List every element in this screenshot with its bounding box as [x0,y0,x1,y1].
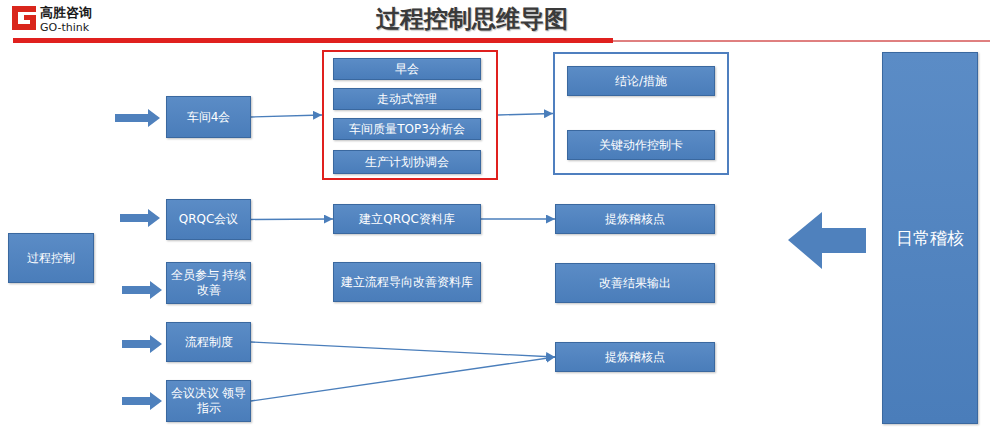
process-box: 改善结果输出 [555,263,715,303]
company-brand: GO-think [40,21,89,34]
process-box: 关键动作控制卡 [567,130,715,160]
box-text: 车间质量TOP3分析会 [346,122,468,137]
connector-arrow [251,218,333,220]
process-box: 走动式管理 [333,88,481,110]
process-box: 会议决议 领导指示 [166,380,251,422]
feed-arrow [122,281,162,299]
logo-mark [12,6,36,30]
process-box: 车间4会 [166,96,251,138]
box-text: 提炼稽核点 [602,212,668,227]
group-frame: 结论/措施关键动作控制卡 [553,52,729,175]
box-text: 改善结果输出 [596,276,674,291]
audit-arrow [788,212,866,269]
box-text: 结论/措施 [612,74,670,89]
process-box: 全员参与 持续改善 [166,262,251,304]
process-box: QRQC会议 [166,199,251,240]
box-text: 车间4会 [184,110,234,125]
diagram-title: 过程控制思维导图 [376,3,568,35]
audit-bar: 日常稽核 [882,52,978,424]
connector-arrow [498,114,553,116]
process-box: 流程制度 [166,322,251,362]
process-box: 车间质量TOP3分析会 [333,118,481,140]
header-rule [13,38,613,43]
process-box: 提炼稽核点 [555,204,715,234]
feed-arrow [122,392,162,410]
connector-arrow [481,218,555,219]
box-text: 建立QRQC资料库 [356,212,458,227]
box-text: 关键动作控制卡 [596,138,686,153]
feed-arrow [115,109,160,127]
box-text: 建立流程导向改善资料库 [338,275,476,290]
process-box: 过程控制 [8,233,94,283]
feed-arrow [120,209,160,227]
feed-arrow [122,335,162,353]
header-thin-rule [613,41,990,42]
box-text: 早会 [392,62,422,77]
process-box: 建立QRQC资料库 [333,204,481,234]
process-box: 提炼稽核点 [555,342,715,372]
group-frame: 早会走动式管理车间质量TOP3分析会生产计划协调会 [322,50,498,180]
process-box: 生产计划协调会 [333,150,481,174]
process-box: 结论/措施 [567,66,715,96]
box-text: 走动式管理 [374,92,440,107]
box-text: 日常稽核 [893,227,967,249]
process-box: 早会 [333,58,481,80]
connector-arrow [251,342,555,357]
box-text: QRQC会议 [176,212,242,227]
box-text: 会议决议 领导指示 [167,386,250,416]
box-text: 提炼稽核点 [602,350,668,365]
connector-arrow [251,357,555,401]
process-box: 建立流程导向改善资料库 [333,262,481,302]
box-text: 流程制度 [182,335,236,350]
box-text: 过程控制 [24,251,78,266]
box-text: 全员参与 持续改善 [167,268,250,298]
connector-arrow [251,115,322,117]
box-text: 生产计划协调会 [362,155,452,170]
company-name: 高胜咨询 [40,4,92,22]
feed-arrows [115,109,162,410]
